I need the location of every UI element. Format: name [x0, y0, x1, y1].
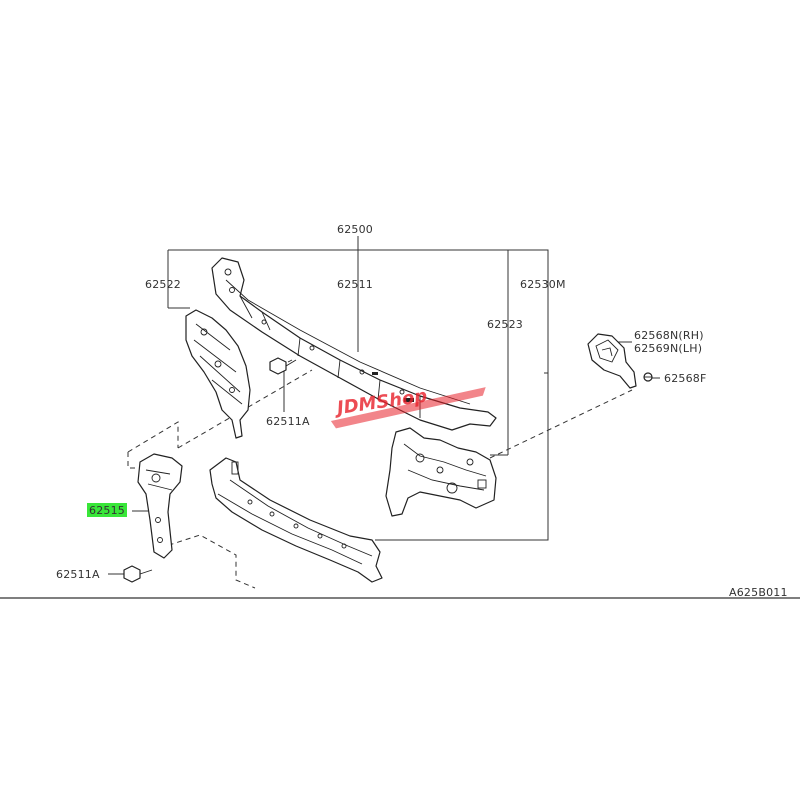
label-right-bracket: 62523: [487, 318, 523, 331]
label-stay: 62515: [89, 504, 125, 517]
lower-support-part: [209, 457, 383, 583]
label-bolt-lower: 62511A: [56, 568, 100, 581]
bolt-lower-part: [123, 565, 153, 583]
label-right-assembly: 62530M: [520, 278, 566, 291]
label-bracket-lh: 62569N(LH): [634, 342, 702, 355]
label-bracket-rh: 62568N(RH): [634, 329, 704, 342]
label-upper-support: 62511: [337, 278, 373, 291]
label-clip: 62568F: [664, 372, 707, 385]
upper-support-part: [211, 257, 497, 431]
highlight-marker: [87, 503, 127, 517]
label-bolt-upper: 62511A: [266, 415, 310, 428]
side-bracket-part: [587, 333, 637, 389]
label-assembly: 62500: [337, 223, 373, 236]
label-left-bracket: 62522: [145, 278, 181, 291]
leader-lines: [108, 236, 660, 575]
left-bracket-part: [185, 309, 251, 439]
clip-part: [643, 372, 653, 382]
bolt-upper-part: [269, 357, 297, 375]
stay-part: [137, 453, 183, 559]
right-bracket-part: [385, 427, 497, 517]
drawing-number: A625B011: [729, 586, 788, 599]
